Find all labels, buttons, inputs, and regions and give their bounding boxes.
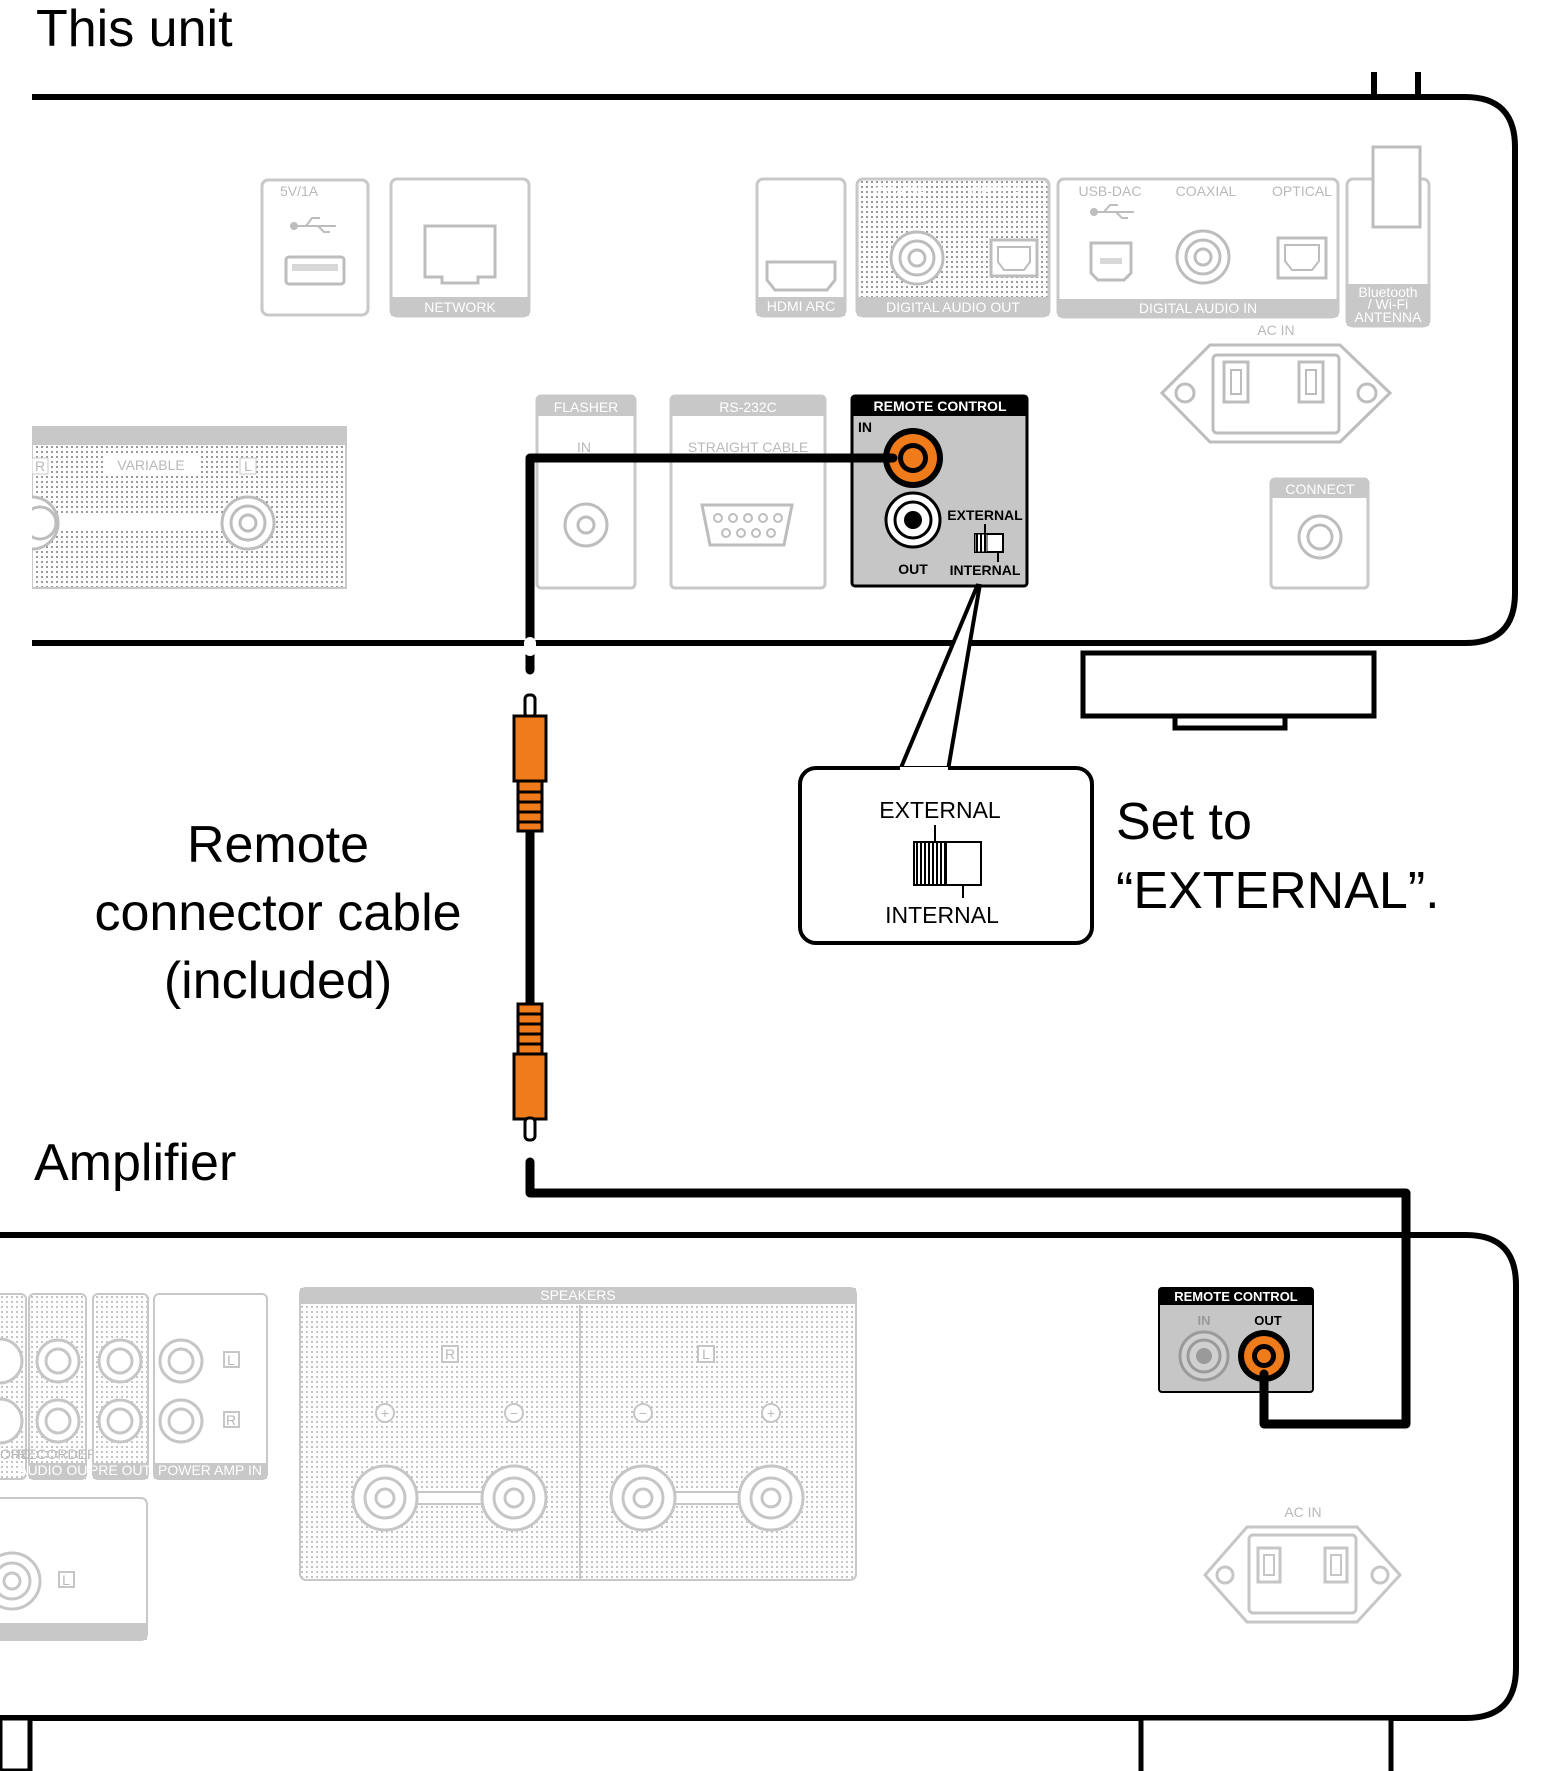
digital-audio-out-label: DIGITAL AUDIO OUT [886, 299, 1020, 315]
amp-ac-in-label: AC IN [1284, 1504, 1321, 1520]
amp-lower-l-label: L [62, 1572, 70, 1588]
remote-connector-cable [524, 453, 1411, 1429]
amp-rc-in-label: IN [1198, 1313, 1211, 1328]
switch-callout: EXTERNAL INTERNAL [798, 583, 1094, 945]
bt-label-1: Bluetooth [1358, 284, 1417, 300]
flasher-block: FLASHER IN [535, 394, 637, 590]
optical-in-label: OPTICAL [1272, 183, 1332, 199]
instruction-line-2: “EXTERNAL”. [1116, 862, 1440, 920]
upper-rca-plug [512, 693, 548, 833]
straight-cable-label: STRAIGHT CABLE [688, 439, 808, 455]
amp-chassis [0, 1232, 1519, 1721]
bt-label-2: / Wi-Fi [1368, 296, 1408, 312]
amp-recorder-label: RECORDER [17, 1446, 97, 1462]
amp-pai-l-label: L [227, 1352, 235, 1368]
amp-power-amp-in-block: POWER AMP IN L R [153, 1293, 268, 1480]
amp-rc-out-label: OUT [1254, 1313, 1282, 1328]
amp-power-amp-in-label: POWER AMP IN [158, 1462, 262, 1478]
cable-label-line-1: Remote [187, 816, 369, 874]
amp-spk-plus-1: + [381, 1405, 389, 1421]
amp-spk-minus-1: − [510, 1405, 518, 1421]
usb-icon [290, 217, 336, 233]
rs232c-label: RS-232C [719, 399, 777, 415]
cable-label-line-3: (included) [164, 952, 392, 1010]
antenna-connector [1371, 145, 1422, 229]
variable-r-label: R [35, 458, 45, 474]
connect-block: CONNECT [1269, 477, 1370, 590]
cable-label-line-2: connector cable [94, 884, 461, 942]
optical-out-label: OPTICAL [970, 183, 1030, 199]
unit-chassis [32, 72, 1518, 646]
unit-remote-control-panel: REMOTE CONTROL IN OUT EXTERNAL INTERNAL [850, 394, 1029, 588]
amp-speakers-label: SPEAKERS [540, 1287, 615, 1303]
amp-foot [0, 1715, 1394, 1771]
callout-external-label: EXTERNAL [879, 797, 1001, 823]
digital-audio-out-block: COAXIAL OPTICAL DIGITAL AUDIO OUT [855, 177, 1051, 318]
network-port-block: NETWORK [389, 177, 531, 318]
usb-dac-label: USB-DAC [1078, 183, 1141, 199]
variable-output-block: R VARIABLE L [22, 426, 347, 589]
unit-rc-out-label: OUT [898, 561, 928, 577]
bt-wifi-antenna-block: Bluetooth / Wi-Fi ANTENNA [1345, 177, 1431, 328]
digital-audio-in-block: USB-DAC COAXIAL OPTICAL DIGITAL AUDIO IN [1056, 177, 1340, 319]
digital-audio-in-label: DIGITAL AUDIO IN [1139, 300, 1257, 316]
unit-ac-in-label: AC IN [1257, 322, 1294, 338]
this-unit-title: This unit [36, 0, 233, 58]
unit-rc-internal-label: INTERNAL [950, 562, 1021, 578]
variable-label: VARIABLE [117, 457, 184, 473]
amp-pre-out-label: PRE OUT [89, 1462, 152, 1478]
coaxial-in-label: COAXIAL [1176, 183, 1237, 199]
flasher-label: FLASHER [554, 399, 619, 415]
amp-rc-title: REMOTE CONTROL [1174, 1289, 1298, 1304]
amp-spk-minus-2: − [639, 1405, 647, 1421]
unit-foot [1080, 650, 1377, 731]
unit-rc-title: REMOTE CONTROL [874, 398, 1007, 414]
amp-speakers-block: SPEAKERS R L + − − + [299, 1287, 857, 1581]
amp-pai-r-label: R [226, 1412, 236, 1428]
hdmi-arc-label: HDMI ARC [767, 298, 835, 314]
amp-spk-r-label: R [445, 1346, 455, 1362]
lower-rca-plug [512, 1002, 548, 1142]
hdmi-arc-block: HDMI ARC [755, 177, 847, 318]
amp-spk-plus-2: + [767, 1405, 775, 1421]
variable-clip [0, 420, 32, 600]
usb-rating: 5V/1A [280, 183, 319, 199]
amp-pre-out-block: PRE OUT [89, 1293, 152, 1480]
rs232c-block: RS-232C STRAIGHT CABLE [669, 394, 827, 590]
coaxial-out-label: COAXIAL [875, 183, 936, 199]
amp-audio-out-label: AUDIO OUT [18, 1462, 96, 1478]
unit-ac-inlet: AC IN [1159, 322, 1393, 444]
amp-ac-inlet: AC IN [1202, 1504, 1403, 1624]
connect-label: CONNECT [1285, 481, 1355, 497]
flasher-in-label: IN [577, 439, 591, 455]
amp-lower-left-block: L [0, 1497, 148, 1641]
variable-l-label: L [244, 458, 252, 474]
usb-port-block: 5V/1A [260, 178, 370, 317]
instruction-line-1: Set to [1116, 793, 1252, 851]
amp-spk-l-label: L [702, 1346, 710, 1362]
amplifier-title: Amplifier [34, 1134, 236, 1192]
amp-recorder-block: RECORDER AUDIO OUT [17, 1293, 97, 1480]
unit-rc-external-label: EXTERNAL [947, 507, 1023, 523]
unit-rc-in-label: IN [858, 419, 872, 435]
bt-label-3: ANTENNA [1355, 309, 1423, 325]
usb-dac-icon [1090, 204, 1134, 219]
amp-remote-control-panel: REMOTE CONTROL IN OUT [1158, 1287, 1314, 1393]
network-label: NETWORK [424, 299, 496, 315]
callout-internal-label: INTERNAL [885, 902, 999, 928]
